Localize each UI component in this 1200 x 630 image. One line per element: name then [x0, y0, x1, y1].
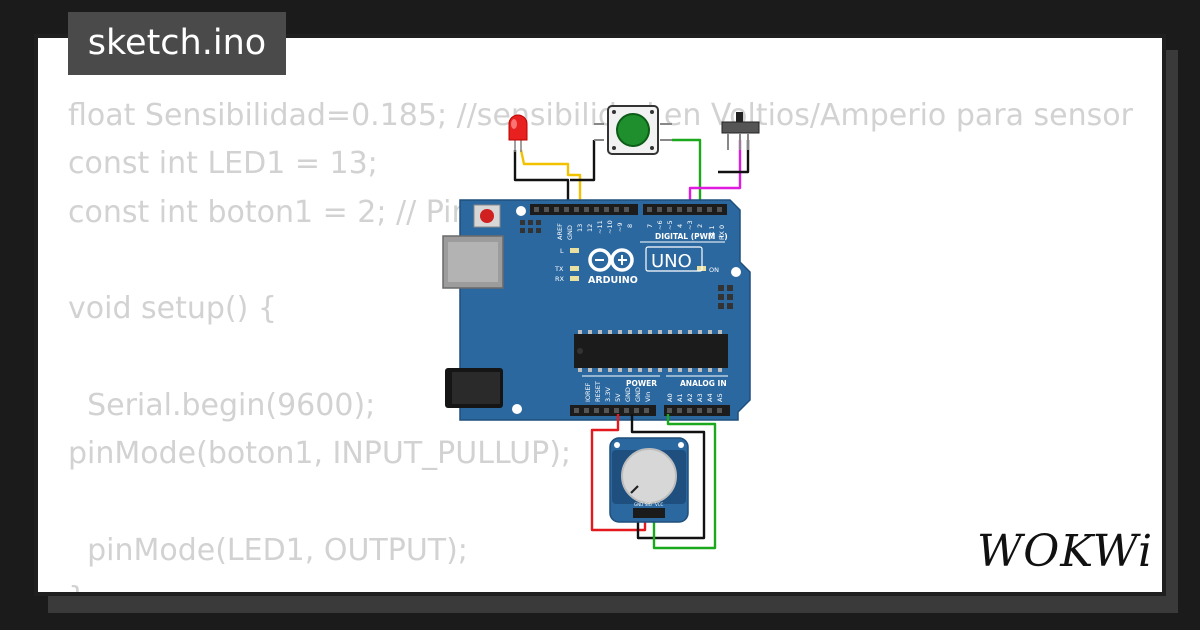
- pin-label: ~9: [616, 222, 624, 232]
- pushbutton-component: [594, 105, 672, 155]
- code-background: float Sensibilidad=0.185; //sensibilidad…: [68, 92, 1133, 592]
- pin-label: 3.3V: [604, 387, 612, 402]
- pin-label: 7: [646, 224, 654, 228]
- digital-label: DIGITAL (PWM ~): [655, 232, 728, 241]
- pin-label: 12: [586, 224, 594, 232]
- board-name: UNO: [651, 251, 692, 272]
- l-led-label: L: [560, 247, 564, 255]
- pin-label: ~3: [686, 220, 694, 230]
- wire-black-button: [570, 140, 596, 182]
- pin-label: ~6: [656, 220, 664, 230]
- pin-label: 8: [626, 224, 634, 228]
- wire-green-button: [672, 138, 702, 210]
- arduino-logo: [588, 248, 634, 272]
- wire-black-led: [513, 150, 570, 210]
- wire-black-gnd: [630, 414, 706, 540]
- code-line: const int boton1 = 2; // Pin: [68, 194, 471, 230]
- circuit-diagram: AREF GND 13 12 ~11 ~10 ~9 8 7 ~6 ~5 4 ~3…: [442, 105, 760, 550]
- pin-label: 5V: [614, 393, 622, 402]
- on-led-label: ON: [709, 266, 719, 274]
- code-line: void setup() {: [68, 291, 277, 327]
- pot-pin-label: SIG: [645, 502, 652, 507]
- pin-label: 13: [576, 224, 584, 232]
- pin-label: A0: [666, 393, 674, 402]
- pin-label: A4: [706, 393, 714, 402]
- svg-text:WOKWi: WOKWi: [977, 526, 1153, 577]
- code-line: const int LED1 = 13;: [68, 146, 378, 182]
- pin-label: ~11: [596, 220, 604, 234]
- pin-label: ~10: [606, 220, 614, 234]
- pin-label: Vin: [644, 392, 652, 402]
- wire-red: [590, 414, 647, 532]
- pin-label: A2: [686, 393, 694, 402]
- pot-pin-label: VCC: [655, 502, 664, 507]
- potentiometer-component: GND SIG VCC: [609, 437, 689, 523]
- pin-label: RESET: [594, 381, 602, 402]
- code-line: Serial.begin(9600);: [68, 387, 376, 423]
- pin-label: GND: [624, 387, 632, 402]
- filename-tag[interactable]: sketch.ino: [68, 12, 286, 75]
- power-label: POWER: [626, 379, 657, 388]
- pin-label: 2: [696, 224, 704, 228]
- pin-label: TX 1: [708, 225, 716, 241]
- rx-led-label: RX: [555, 275, 565, 283]
- pin-label: GND: [634, 387, 642, 402]
- wire-magenta: [688, 140, 742, 210]
- brand-label: ARDUINO: [588, 275, 638, 286]
- wokwi-logo: WOKWi: [977, 526, 1153, 577]
- pin-label: GND: [566, 225, 574, 240]
- arduino-uno-board: AREF GND 13 12 ~11 ~10 ~9 8 7 ~6 ~5 4 ~3…: [442, 199, 751, 421]
- analog-label: ANALOG IN: [680, 379, 727, 388]
- pin-label: A1: [676, 393, 684, 402]
- code-line: }: [68, 575, 1133, 592]
- pin-label: 4: [676, 224, 684, 228]
- code-line: pinMode(boton1, INPUT_PULLUP);: [68, 436, 572, 472]
- tx-led-label: TX: [554, 265, 564, 273]
- pot-pin-label: GND: [634, 502, 643, 507]
- led-component: [508, 114, 528, 152]
- wire-green-a0: [652, 414, 717, 550]
- wire-black-switch: [718, 140, 750, 174]
- pin-label: AREF: [556, 223, 564, 240]
- pin-label: IOREF: [584, 382, 592, 402]
- pin-label: A3: [696, 393, 704, 402]
- slide-switch-component: [721, 112, 760, 150]
- pin-label: A5: [716, 393, 724, 402]
- pin-label: RX 0: [718, 225, 726, 240]
- code-line: pinMode(LED1, OUTPUT);: [68, 532, 468, 568]
- pin-label: ~5: [666, 220, 674, 230]
